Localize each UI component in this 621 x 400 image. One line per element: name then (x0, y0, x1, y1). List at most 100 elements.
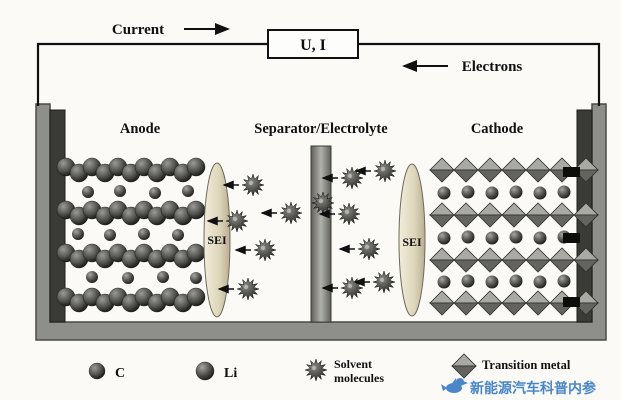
solvent-molecule (357, 237, 381, 261)
octahedron-bottom (453, 302, 479, 316)
sei-anode-layer (203, 162, 231, 318)
octahedron-bottom (477, 259, 503, 273)
li-sphere (557, 185, 571, 199)
solvent-molecule-highlight (318, 198, 324, 204)
octahedron-bottom (429, 214, 455, 228)
wire-right (358, 42, 601, 106)
anode-label: Anode (120, 121, 161, 137)
solvent-molecules-group (206, 159, 397, 301)
octahedron-bottom (429, 259, 455, 273)
octahedron-bottom (525, 169, 551, 183)
li-sphere (72, 228, 84, 240)
octahedron-top (525, 290, 551, 304)
octahedron-top (549, 247, 575, 261)
li-sphere (138, 228, 150, 240)
octahedron-bottom (453, 259, 479, 273)
carbon-sphere (186, 200, 206, 220)
li-sphere (533, 275, 547, 289)
octahedron-bottom (549, 214, 575, 228)
li-sphere (114, 185, 126, 197)
octahedron-top (429, 290, 455, 304)
li-sphere (149, 187, 161, 199)
octahedron-top (477, 247, 503, 261)
li-sphere (122, 272, 134, 284)
octahedron-bottom (549, 259, 575, 273)
li-sphere (461, 230, 475, 244)
sei-anode-label: SEI (207, 233, 227, 247)
li-sphere (182, 185, 194, 197)
cathode-structure (429, 157, 599, 316)
electrode-contact (563, 297, 580, 307)
electrode-contact (563, 233, 580, 243)
octahedron-bottom (429, 302, 455, 316)
legend: C Li Solvent molecules Transition metal (88, 353, 571, 385)
separator-label: Separator/Electrolyte (254, 121, 388, 137)
octahedron-bottom (477, 302, 503, 316)
li-sphere (533, 186, 547, 200)
electrode-contact (563, 167, 580, 177)
electrons-label: Electrons (462, 59, 523, 75)
solvent-molecule (337, 202, 361, 226)
separator-membrane (310, 145, 332, 323)
octahedron-top (429, 247, 455, 261)
octahedron-top (525, 202, 551, 216)
solvent-molecule (279, 201, 303, 225)
legend-solvent-icon (304, 358, 328, 382)
octahedron-top (477, 157, 503, 171)
li-sphere (437, 275, 451, 289)
wire-left (36, 42, 268, 106)
cathode-label: Cathode (471, 121, 524, 137)
octahedron-top (501, 157, 527, 171)
octahedron-bottom (501, 169, 527, 183)
legend-solvent-star (304, 358, 328, 382)
octahedron-bottom (453, 214, 479, 228)
octahedron-bottom (429, 169, 455, 183)
watermark: 新能源汽车科普内参 (441, 378, 597, 397)
solvent-molecule-highlight (364, 244, 370, 250)
li-sphere (509, 274, 523, 288)
octahedron-top (477, 290, 503, 304)
solvent-molecule-highlight (232, 216, 238, 222)
octahedron-bottom (525, 214, 551, 228)
octahedron-bottom (525, 259, 551, 273)
sei-cathode-label: SEI (402, 235, 422, 249)
legend-lithium-sphere (195, 361, 215, 381)
octahedron-top (453, 157, 479, 171)
octahedron-top (453, 290, 479, 304)
solvent-molecule (373, 159, 397, 183)
anode-structure (56, 157, 206, 313)
octahedron-top (501, 202, 527, 216)
octahedron-bottom (573, 214, 599, 228)
li-sphere (437, 186, 451, 200)
solvent-molecule-highlight (344, 209, 350, 215)
li-sphere (157, 271, 169, 283)
octahedron-top (549, 202, 575, 216)
solvent-molecule-highlight (347, 283, 353, 289)
sei-cathode-layer (398, 163, 426, 317)
solvent-molecule (340, 276, 364, 300)
legend-carbon-sphere (88, 362, 106, 380)
legend-transition-metal-icon (451, 353, 477, 379)
octahedron-bottom (573, 259, 599, 273)
li-sphere (485, 275, 499, 289)
octahedron-bottom (501, 259, 527, 273)
solvent-molecule-highlight (286, 208, 292, 214)
li-sphere (172, 229, 184, 241)
li-sphere (104, 229, 116, 241)
legend-carbon-label: C (115, 366, 125, 381)
octahedron-top (477, 202, 503, 216)
li-sphere (82, 186, 94, 198)
legend-solvent-label-2: molecules (334, 371, 384, 385)
li-sphere (509, 185, 523, 199)
watermark-text: 新能源汽车科普内参 (470, 380, 597, 397)
li-sphere (485, 231, 499, 245)
li-sphere (461, 185, 475, 199)
carbon-sphere (186, 287, 206, 307)
legend-solvent-label-1: Solvent (334, 357, 372, 371)
octahedron-bottom (501, 302, 527, 316)
octahedron-top (501, 247, 527, 261)
li-sphere (437, 231, 451, 245)
octahedron-bottom (501, 214, 527, 228)
li-sphere (461, 274, 475, 288)
